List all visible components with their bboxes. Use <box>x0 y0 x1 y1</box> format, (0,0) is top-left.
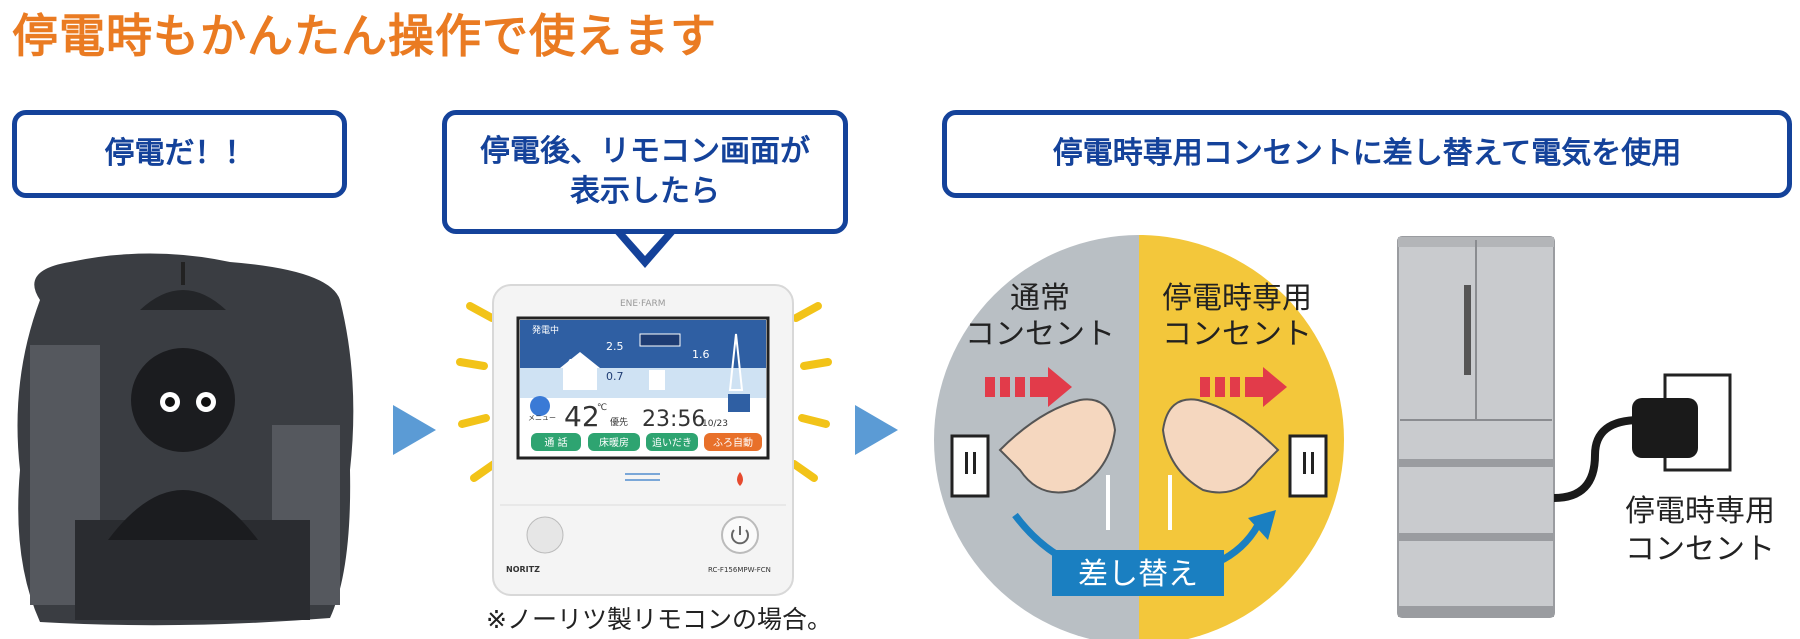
remote-btn-floor <box>588 433 640 451</box>
step2-box: 停電後、リモコン画面が 表示したら <box>442 110 848 234</box>
remote-footnote: ※ノーリツ製リモコンの場合。 <box>486 605 832 634</box>
swap-label: 差し替え <box>1078 557 1198 592</box>
remote-time: 23:56 <box>642 407 705 432</box>
outlet-normal-icon <box>950 434 990 498</box>
next-arrow-1 <box>393 405 436 455</box>
remote-model: RC-F156MPW-FCN <box>708 566 771 574</box>
emergency-outlet-label-1: 停電時専用 <box>1162 281 1312 316</box>
normal-outlet-label-2: コンセント <box>965 317 1115 352</box>
page-title: 停電時もかんたん操作で使えます <box>12 9 717 63</box>
plug-icon <box>1632 398 1698 458</box>
remote-solar-value: 2.5 <box>606 340 624 353</box>
alert-rays <box>456 302 832 482</box>
remote-status: 発電中 <box>532 324 559 336</box>
step1-label: 停電だ！！ <box>104 136 255 171</box>
remote-btn-call-label: 通 話 <box>544 436 567 449</box>
power-outage-illustration <box>17 253 354 626</box>
red-arrow-left <box>985 367 1072 407</box>
fridge-outlet-label-1: 停電時専用 <box>1625 494 1775 529</box>
refrigerator-icon <box>1397 236 1555 618</box>
remote-btn-reheat-label: 追いだき <box>652 436 692 449</box>
right-hand-icon <box>1161 398 1280 494</box>
remote-home-value: 4.8 <box>566 357 584 370</box>
step3-box: 停電時専用コンセントに差し替えて電気を使用 <box>942 110 1792 198</box>
remote-btn-call <box>531 433 581 451</box>
left-hand-icon <box>998 398 1117 494</box>
remote-brand: ENE·FARM <box>620 299 666 309</box>
remote-btn-reheat <box>646 433 698 451</box>
remote-temp-unit: ℃ <box>597 403 607 413</box>
outlet-emergency-icon <box>1288 434 1328 498</box>
emergency-outlet-label-2: コンセント <box>1162 317 1312 352</box>
step3-label: 停電時専用コンセントに差し替えて電気を使用 <box>1052 136 1682 171</box>
red-arrow-right <box>1200 367 1287 407</box>
remote-btn-floor-label: 床暖房 <box>599 436 629 449</box>
remote-menu-label: メニュー <box>528 414 556 422</box>
remote-temperature: 42 <box>564 400 600 433</box>
fridge-outlet-label-2: コンセント <box>1625 532 1775 567</box>
step2-label-line2: 表示したら <box>570 174 720 209</box>
step1-box: 停電だ！！ <box>12 110 347 198</box>
step2-label-line1: 停電後、リモコン画面が <box>480 134 810 169</box>
bubble-tail-inner <box>620 228 670 256</box>
swap-badge <box>1052 550 1224 596</box>
remote-btn-auto <box>704 433 762 451</box>
normal-outlet-label-1: 通常 <box>1010 281 1070 316</box>
next-arrow-2 <box>855 405 898 455</box>
plug-cord-icon <box>1553 373 1732 502</box>
remote-date: 10/23 <box>702 419 728 429</box>
remote-grid-value: 1.6 <box>692 348 710 361</box>
remote-battery-value: 0.7 <box>606 370 624 383</box>
remote-maker: NORITZ <box>506 565 540 574</box>
remote-btn-auto-label: ふろ自動 <box>713 436 753 449</box>
fridge-outlet-label: 停電時専用 コンセント <box>1600 493 1800 569</box>
remote-priority: 優先 <box>610 416 628 428</box>
remote-controller <box>456 284 832 596</box>
speaker-grille <box>526 516 564 554</box>
